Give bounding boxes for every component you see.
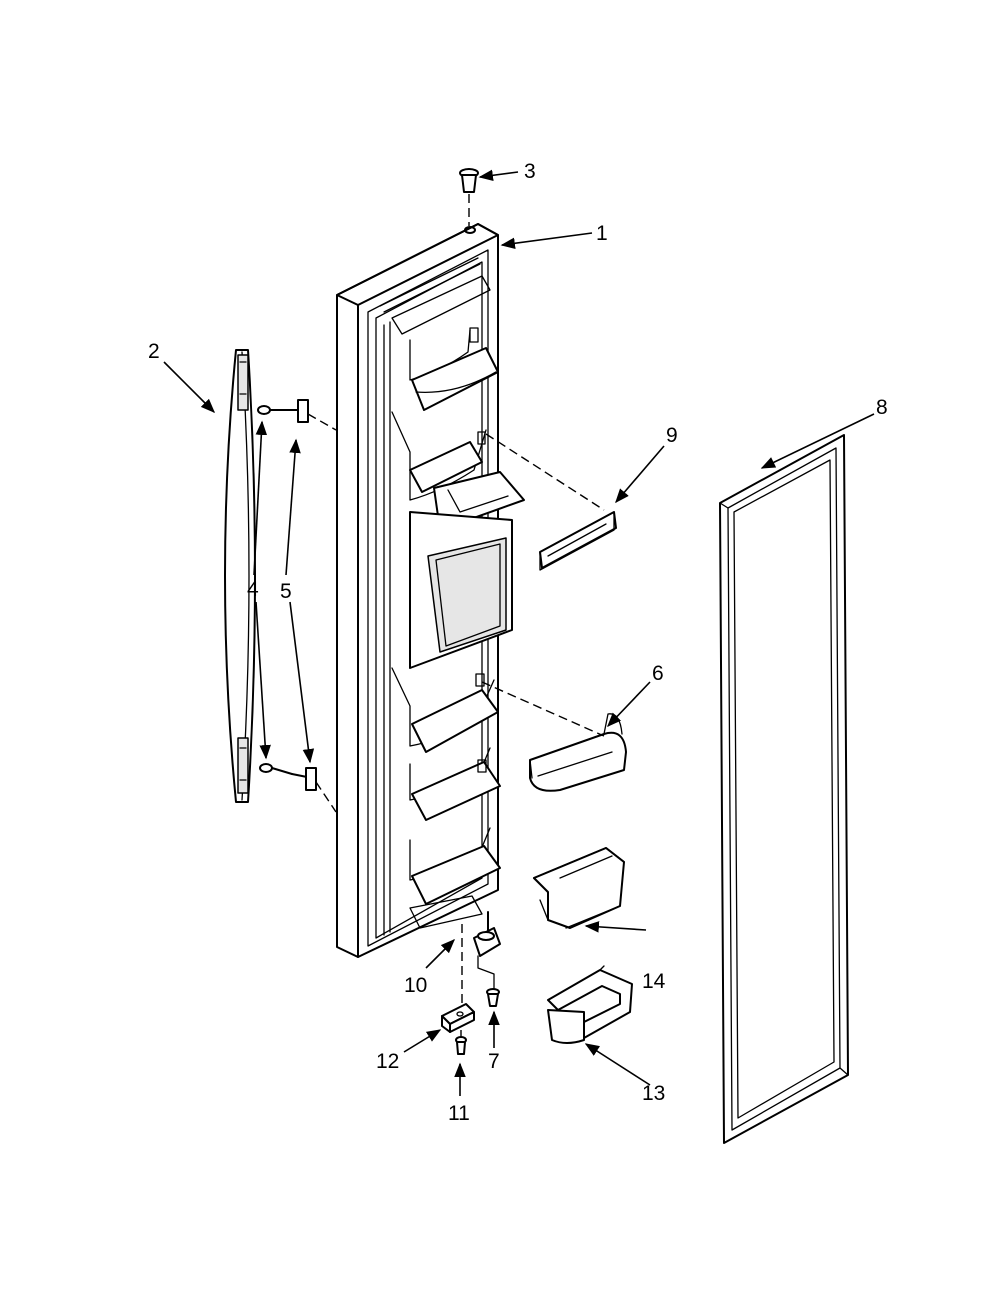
hinge-block-part-12 [441, 1003, 475, 1033]
callout-14: 14 [642, 970, 666, 993]
handle-lower-assembly-line [315, 781, 337, 813]
dairy-bin-part-14 [533, 847, 625, 929]
callout-9: 9 [666, 424, 678, 447]
hinge-screw-part-11 [455, 1030, 467, 1055]
trim-strip-part-9 [485, 433, 617, 571]
handle-stud-upper-part-5 [285, 399, 309, 423]
door-shelf-lower-2 [409, 747, 501, 821]
hinge-screw-part-7 [486, 988, 500, 1007]
handle-screw-lower-part-4 [259, 763, 293, 775]
top-vent-grille [379, 257, 481, 313]
callout-7: 7 [488, 1050, 500, 1073]
leader-lines [163, 169, 875, 1096]
callout-12: 12 [376, 1050, 399, 1073]
door-edge-rivets [383, 321, 391, 936]
freezer-door-part-1 [336, 223, 525, 958]
callout-1: 1 [596, 222, 608, 245]
hinge-plug-part-3 [459, 168, 479, 226]
dispenser-housing [409, 471, 525, 669]
callout-3: 3 [524, 160, 536, 183]
callout-2: 2 [148, 340, 160, 363]
bin-retainer-part-13 [547, 965, 633, 1044]
callout-13: 13 [642, 1082, 665, 1105]
callout-4: 4 [247, 578, 259, 601]
callout-11: 11 [448, 1102, 470, 1125]
door-shelf-lower-3 [409, 827, 501, 929]
handle-upper-assembly-line [307, 413, 337, 431]
door-shelf-upper-1 [391, 275, 499, 411]
handle-stud-lower-part-5 [291, 767, 317, 791]
door-bin-part-6 [481, 681, 627, 792]
door-handle-part-2 [224, 349, 256, 803]
lower-hinge-part-10 [461, 911, 501, 1010]
callout-6: 6 [652, 662, 664, 685]
callout-8: 8 [876, 396, 888, 419]
callout-labels: 1 2 3 4 5 6 7 8 9 10 11 12 13 14 [148, 160, 888, 1125]
callout-5: 5 [280, 580, 292, 603]
callout-10: 10 [404, 974, 427, 997]
handle-screw-upper-part-4 [257, 405, 287, 415]
door-shelf-lower-1 [391, 667, 499, 753]
door-gasket-part-8 [719, 434, 849, 1144]
